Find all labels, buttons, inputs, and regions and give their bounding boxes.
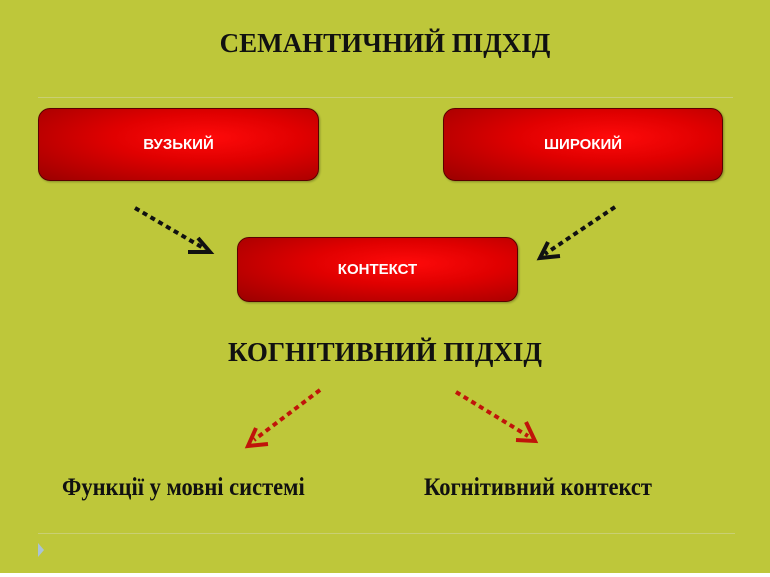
box-narrow: ВУЗЬКИЙ [38,108,319,181]
bottom-left-text: Функції у мовні системі [62,474,305,501]
black-arrow-left [133,206,215,254]
bottom-right-text: Когнітивний контекст [424,474,652,501]
red-arrow-left [244,388,322,449]
divider-bottom [38,533,735,534]
box-wide: ШИРОКИЙ [443,108,723,181]
title: СЕМАНТИЧНИЙ ПІДХІД [219,28,551,58]
nav-triangle-icon [38,543,44,557]
box-context: КОНТЕКСТ [237,237,518,302]
divider [38,97,733,98]
red-arrow-right [454,390,539,444]
subtitle: КОГНІТИВНИЙ ПІДХІД [227,337,543,367]
black-arrow-right [536,205,617,261]
